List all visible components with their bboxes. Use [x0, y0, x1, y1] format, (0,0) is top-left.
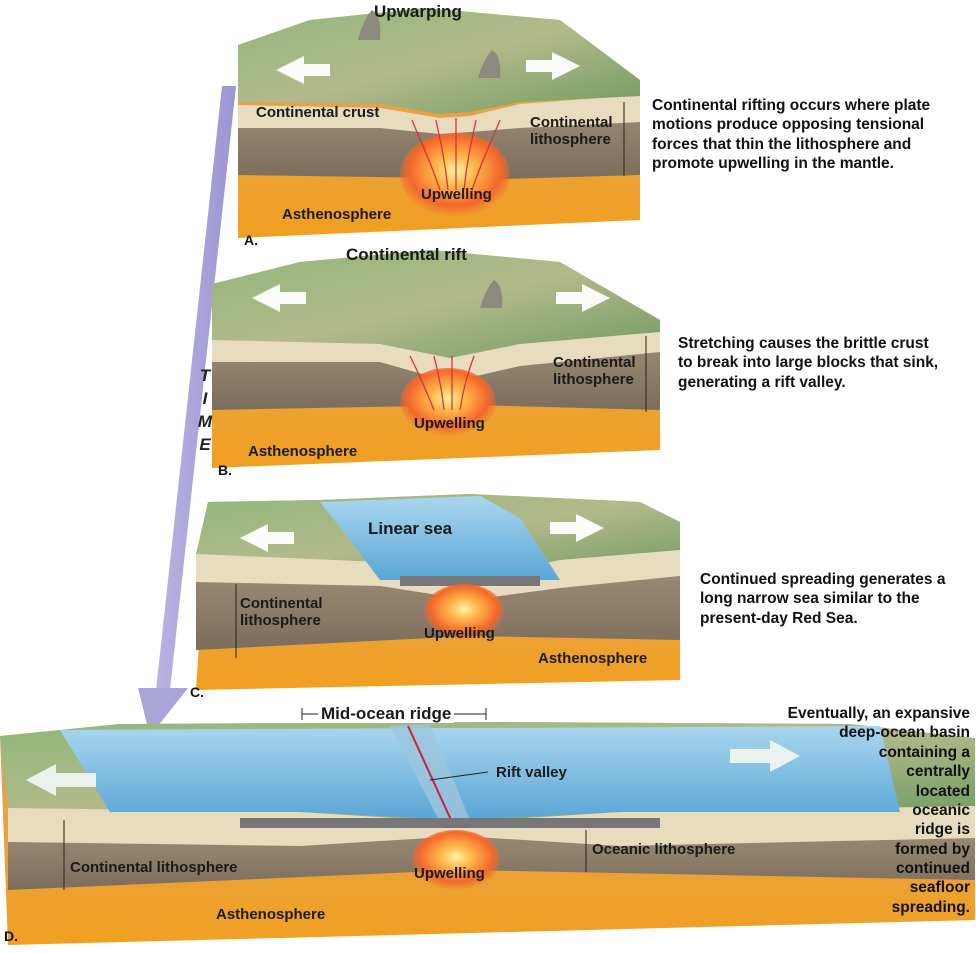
- panel-d-description: Eventually, an expansive deep-ocean basi…: [787, 705, 970, 916]
- panel-a-description: Continental rifting occurs where plate m…: [652, 97, 931, 173]
- panel-a-lithosphere-label: Continental lithosphere: [530, 114, 613, 148]
- panel-d-upwelling-label: Upwelling: [414, 865, 485, 882]
- panel-a-letter: A.: [244, 232, 258, 248]
- panel-d-asthenosphere-label: Asthenosphere: [216, 906, 326, 923]
- panel-b-block: [212, 250, 660, 468]
- panel-d-title: Mid-ocean ridge: [318, 704, 455, 724]
- panel-c-lithosphere-label: Continental lithosphere: [240, 595, 323, 629]
- panel-d-oceanic-lithosphere-label: Oceanic lithosphere: [592, 841, 736, 858]
- panel-d-rift-valley-label: Rift valley: [496, 764, 567, 781]
- panel-b-letter: B.: [218, 462, 232, 478]
- panel-a-block: [238, 8, 640, 238]
- panel-c-block: [196, 494, 680, 690]
- panel-c-letter: C.: [190, 684, 204, 700]
- panel-b-description: Stretching causes the brittle crust to b…: [678, 335, 939, 391]
- time-letter: M: [197, 411, 213, 431]
- panel-d-continental-lithosphere-label: Continental lithosphere: [70, 859, 238, 876]
- panel-c-asthenosphere-label: Asthenosphere: [538, 650, 648, 667]
- time-letter: T: [199, 366, 211, 385]
- panel-c-title: Linear sea: [368, 519, 453, 538]
- time-label: T I M E: [190, 365, 220, 457]
- panel-a-upwelling-label: Upwelling: [421, 186, 492, 203]
- time-letter: E: [199, 434, 211, 454]
- panel-a-title: Upwarping: [374, 2, 462, 21]
- panel-b-lithosphere-label: Continental lithosphere: [553, 354, 636, 388]
- panel-b-title: Continental rift: [346, 245, 467, 264]
- panel-b-upwelling-label: Upwelling: [414, 415, 485, 432]
- panel-a-crust-label: Continental crust: [256, 104, 380, 121]
- panel-a-asthenosphere-label: Asthenosphere: [282, 206, 392, 223]
- time-letter: I: [202, 388, 208, 408]
- panel-c-upwelling-label: Upwelling: [424, 625, 495, 642]
- panel-d-block: [0, 708, 975, 945]
- panel-b-asthenosphere-label: Asthenosphere: [248, 443, 358, 460]
- panel-d-letter: D.: [4, 928, 18, 944]
- panel-c-description: Continued spreading generates a long nar…: [700, 571, 946, 627]
